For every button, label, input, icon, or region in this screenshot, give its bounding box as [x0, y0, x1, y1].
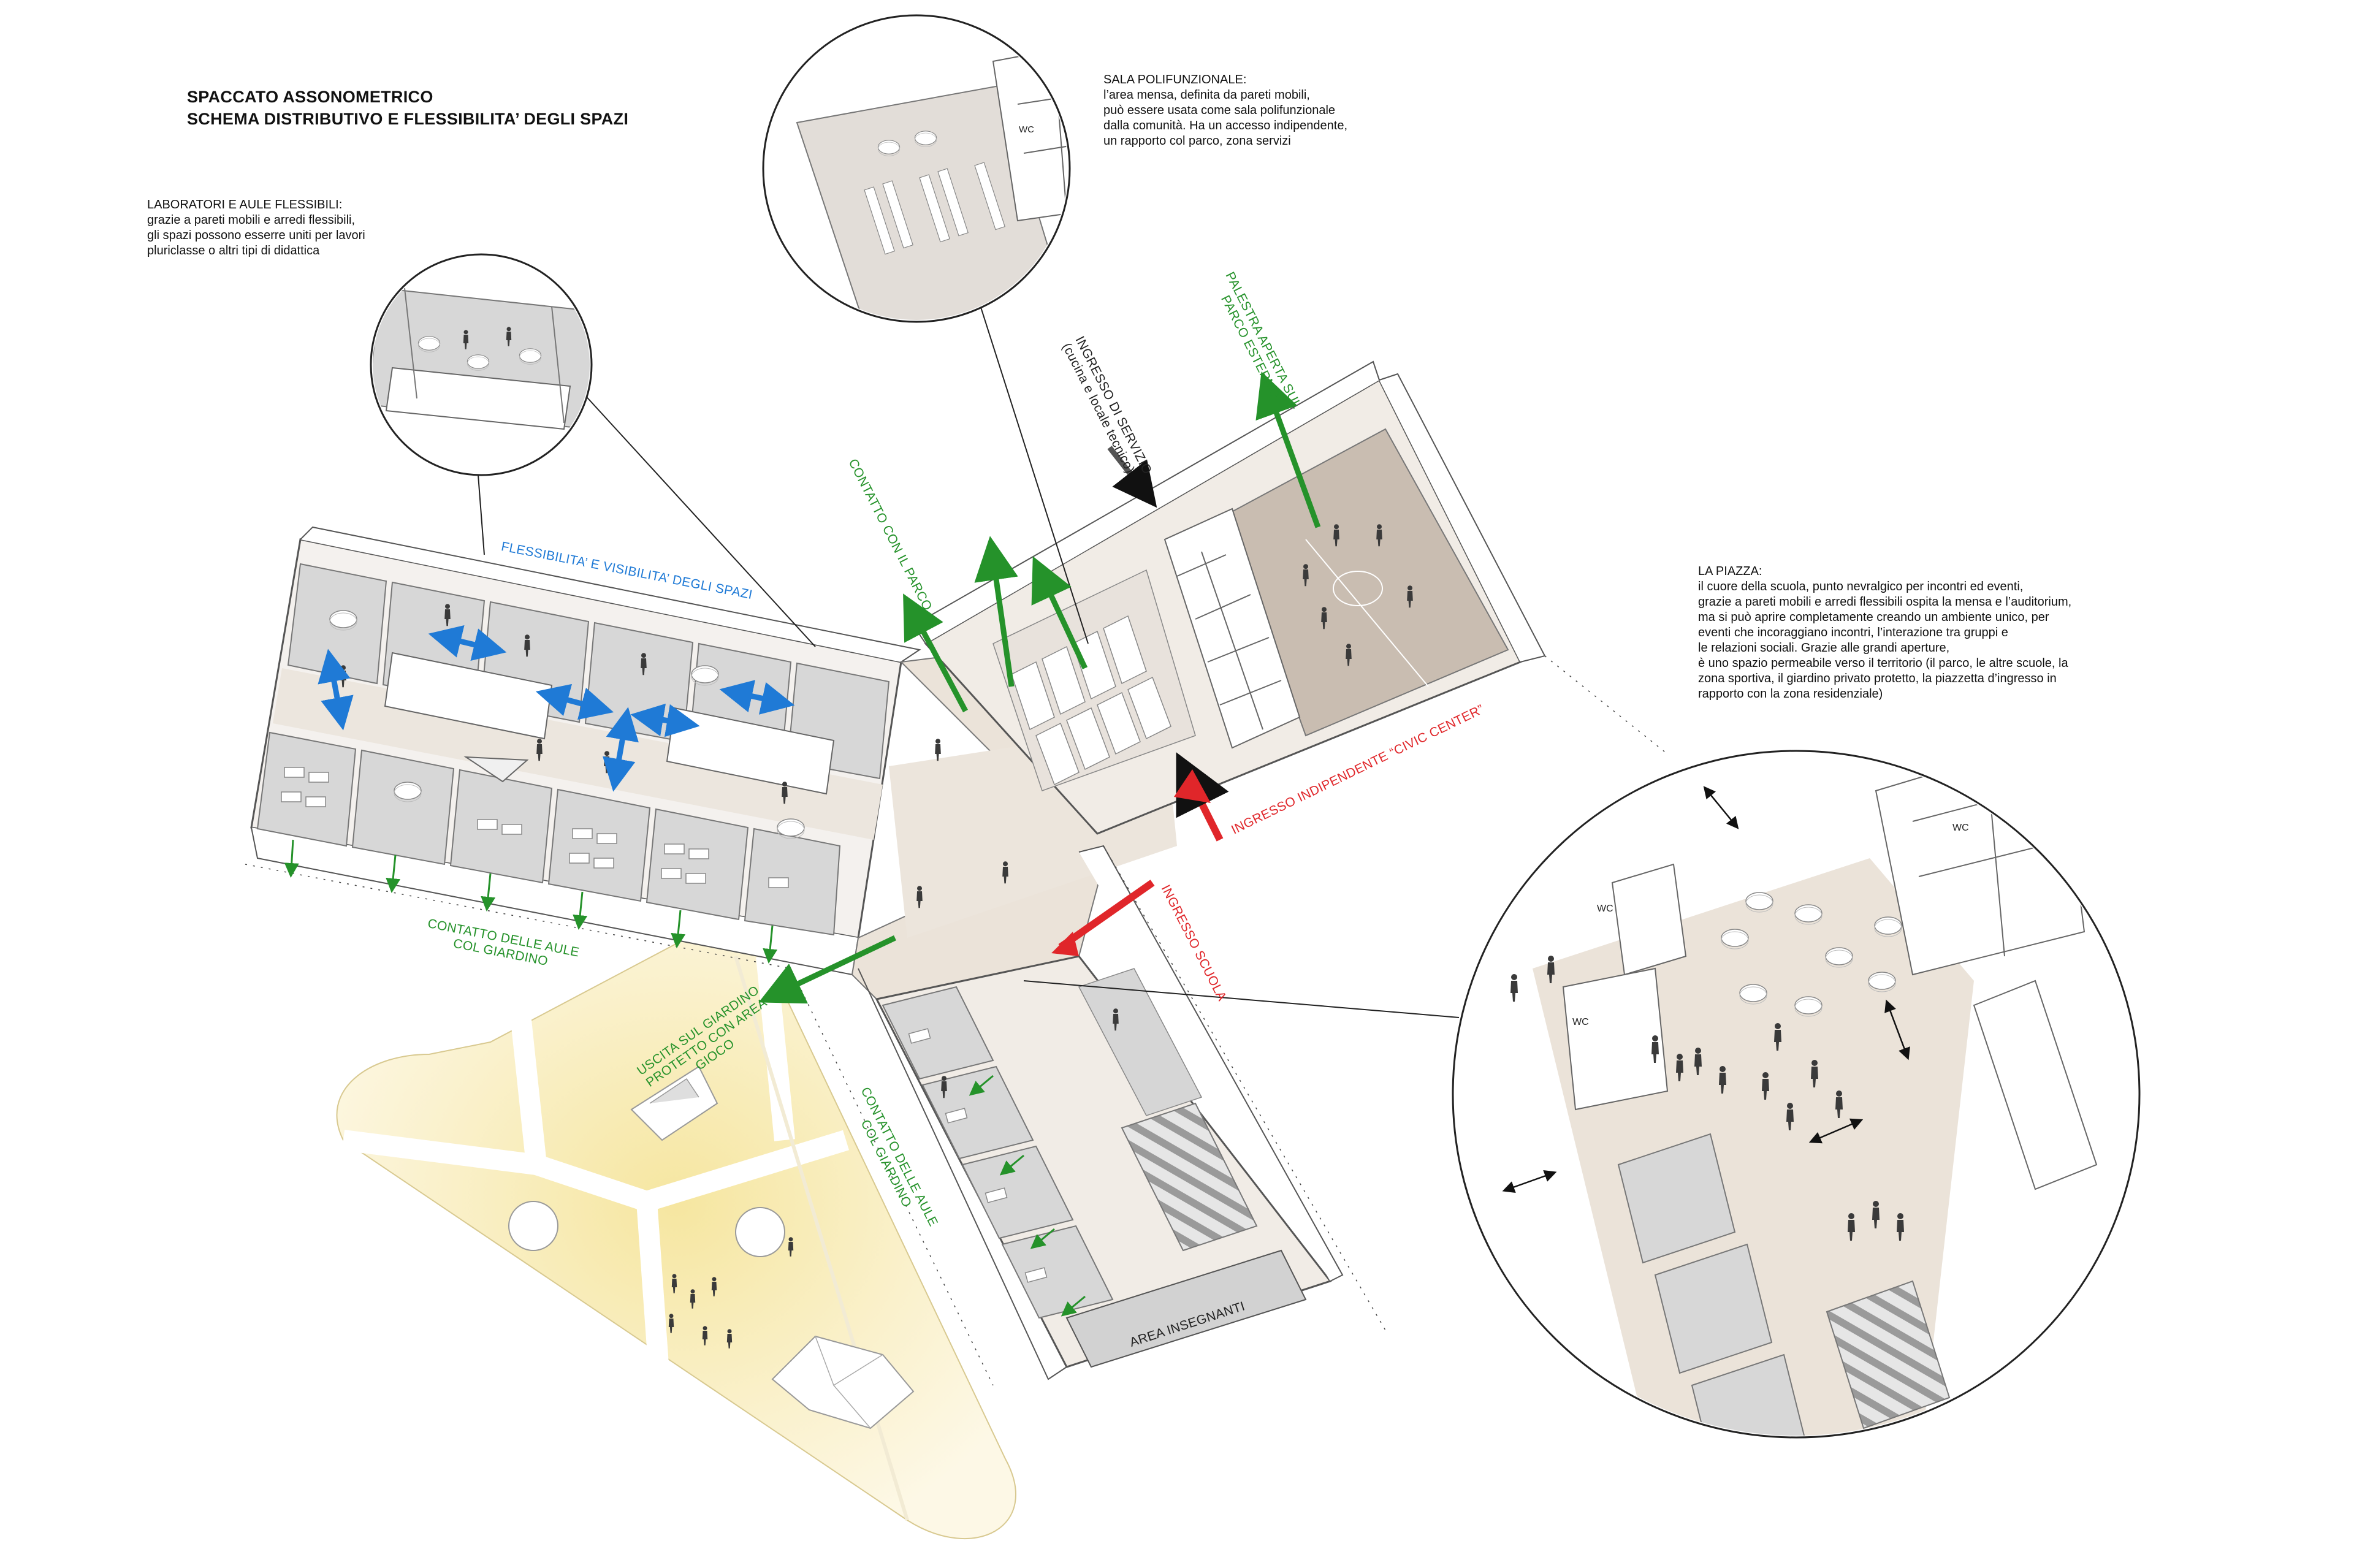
note-line: il cuore della scuola, punto nevralgico … [1698, 580, 2024, 593]
note-line: dalla comunità. Ha un accesso indipenden… [1103, 119, 1348, 132]
note-heading: LABORATORI E AULE FLESSIBILI: [147, 198, 343, 211]
note-line: ma si può aprire completamente creando u… [1698, 611, 2049, 624]
note-laboratori: LABORATORI E AULE FLESSIBILI: grazie a p… [147, 197, 417, 259]
note-line: zona sportiva, il giardino privato prote… [1698, 672, 2057, 685]
note-sala: SALA POLIFUNZIONALE: l’area mensa, defin… [1103, 72, 1422, 149]
wc-label: WC [1019, 124, 1034, 135]
note-line: grazie a pareti mobili e arredi flessibi… [1698, 595, 2072, 609]
red-arrowhead [1174, 769, 1211, 803]
detail-circle-piazza: WC WC WC [1452, 750, 2141, 1439]
arrow-icon [284, 839, 1086, 1317]
detail-circle-laboratori [370, 253, 593, 476]
note-line: un rapporto col parco, zona servizi [1103, 134, 1291, 148]
note-line: pluriclasse o altri tipi di didattica [147, 244, 320, 257]
note-line: eventi che incoraggiano incontri, l’inte… [1698, 626, 2008, 639]
page-title: SPACCATO ASSONOMETRICO SCHEMA DISTRIBUTI… [187, 86, 628, 130]
note-line: l’area mensa, definita da pareti mobili, [1103, 88, 1310, 102]
note-line: gli spazi possono esserre uniti per lavo… [147, 229, 365, 242]
note-line: le relazioni sociali. Grazie alle grandi… [1698, 641, 1950, 655]
note-line: è uno spazio permeabile verso il territo… [1698, 657, 2068, 670]
red-arrowhead [1051, 932, 1079, 956]
arrow-icon [1107, 446, 1157, 508]
double-arrow-icon [1502, 786, 1910, 1193]
note-line: grazie a pareti mobili e arredi flessibi… [147, 213, 356, 227]
arrow-icon [758, 371, 1321, 1004]
note-heading: LA PIAZZA: [1698, 565, 1762, 578]
play-structure [771, 1335, 915, 1429]
note-line: rapporto con la zona residenziale) [1698, 687, 1883, 701]
note-line: può essere usata come sala polifunzional… [1103, 104, 1336, 117]
wc-label: WC [1572, 1017, 1589, 1027]
title-line-2: SCHEMA DISTRIBUTIVO E FLESSIBILITA’ DEGL… [187, 110, 629, 128]
detail-circle-sala: WC [762, 14, 1071, 323]
play-structure [630, 1065, 718, 1141]
play-dome [508, 1201, 785, 1257]
double-arrow-icon [318, 625, 795, 792]
site-lines [245, 655, 1668, 1386]
wc-label: WC [1597, 904, 1613, 914]
note-heading: SALA POLIFUNZIONALE: [1103, 73, 1247, 86]
note-piazza: LA PIAZZA: il cuore della scuola, punto … [1698, 564, 2164, 702]
west-wing [250, 526, 921, 976]
wc-label: WC [1952, 823, 1969, 833]
title-line-1: SPACCATO ASSONOMETRICO [187, 88, 433, 106]
